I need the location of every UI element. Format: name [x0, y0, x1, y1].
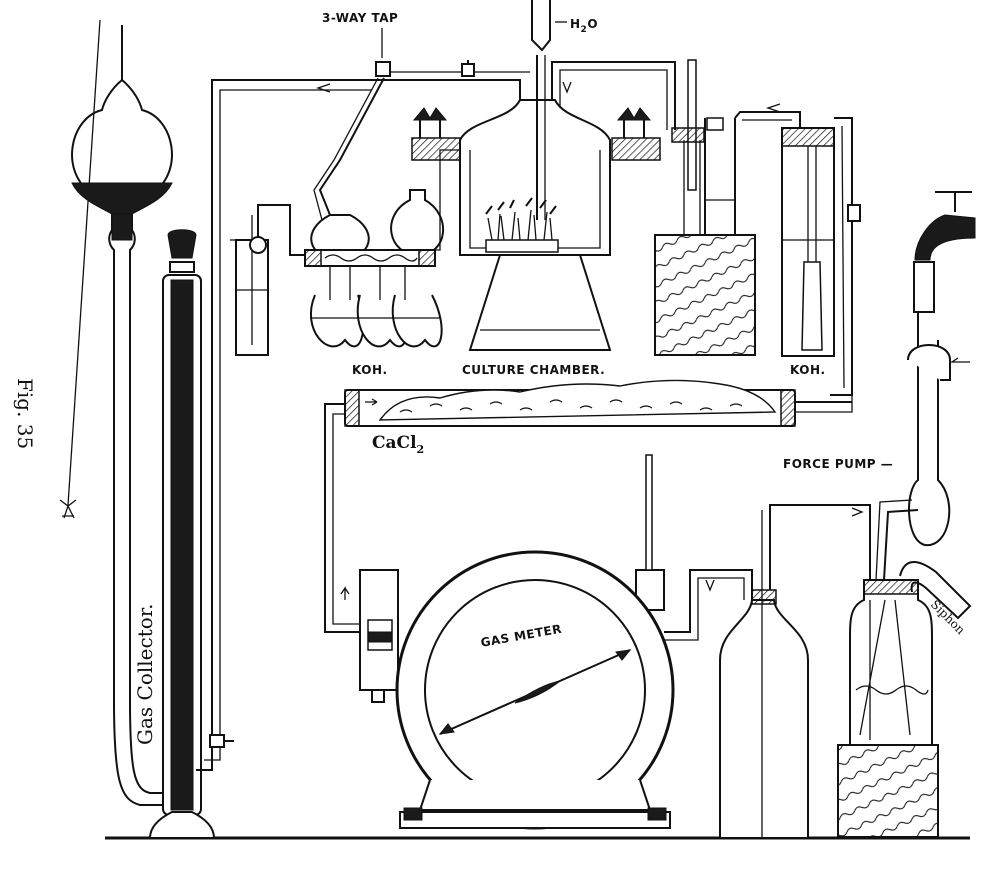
culture-chamber-label: CULTURE CHAMBER.: [462, 363, 605, 377]
figure-label: Fig. 35: [13, 378, 37, 449]
left-wash-cylinder: [230, 204, 305, 356]
top-pipe: [315, 60, 530, 100]
meter-inlet-pipe: [324, 403, 370, 633]
water-jar: Siphon: [837, 561, 972, 838]
figure-number: Fig. 35: [13, 378, 37, 449]
three-way-tap: 3-WAY TAP: [313, 11, 398, 221]
gas-collector: Gas Collector.: [133, 229, 216, 839]
suspension-cord: [59, 19, 101, 519]
return-pipe: [196, 79, 380, 771]
chamber-clamps: [411, 107, 661, 251]
gas-collector-label: Gas Collector.: [133, 604, 157, 746]
koh-left-label: KOH.: [352, 363, 388, 377]
culture-chamber: H2O CULTURE CHAMBER.: [459, 0, 612, 377]
right-block-apparatus: [654, 59, 801, 356]
koh-right-label: KOH.: [790, 363, 826, 377]
koh-absorber-right: KOH.: [781, 117, 861, 396]
cacl2-tube: CaCl2: [344, 379, 853, 456]
koh-absorber-left: KOH.: [304, 189, 445, 377]
water-label: H2O: [570, 17, 598, 35]
gas-meter: GAS METER: [359, 454, 753, 830]
cacl2-label: CaCl2: [372, 433, 424, 456]
receiving-bottle: [719, 504, 871, 839]
force-pump: FORCE PUMP —: [783, 191, 976, 581]
leveling-bulb: [71, 25, 175, 806]
three-way-tap-label: 3-WAY TAP: [322, 11, 398, 25]
right-pipe: [551, 61, 676, 130]
force-pump-label: FORCE PUMP —: [783, 457, 893, 471]
siphon-label: Siphon: [928, 597, 968, 637]
